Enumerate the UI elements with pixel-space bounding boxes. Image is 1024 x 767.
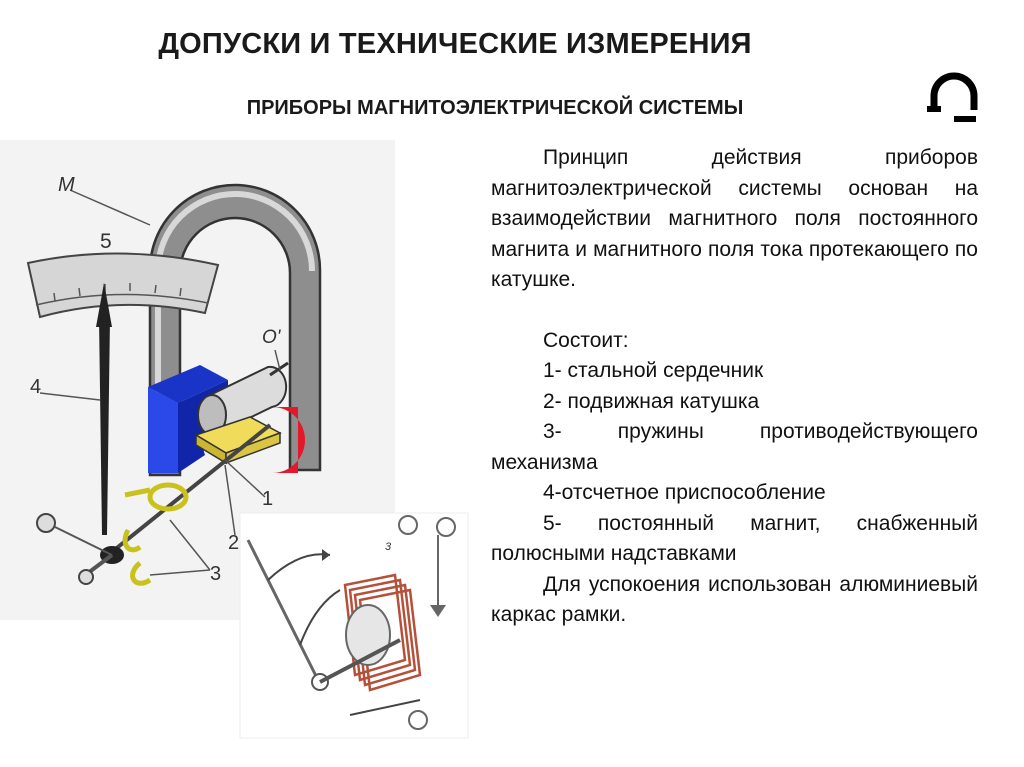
inset-label-three: 3 xyxy=(385,541,392,553)
list-item: 4-отсчетное приспособление xyxy=(543,481,826,504)
page-title: ДОПУСКИ И ТЕХНИЧЕСКИЕ ИЗМЕРЕНИЯ xyxy=(158,28,752,60)
list-item: Для успокоения использован алюминиевый к… xyxy=(491,572,978,627)
springs xyxy=(122,482,189,586)
label-o-prime: О' xyxy=(262,327,282,348)
magnetoelectric-device-diagram: М 5 О' 4 1 2 3 3 xyxy=(0,140,469,739)
consists-label: Состоит: xyxy=(543,328,629,352)
label-m: М xyxy=(58,174,75,196)
label-two: 2 xyxy=(228,532,239,554)
description-intro: Принцип действия приборов магнитоэлектри… xyxy=(491,146,978,291)
leader-lines xyxy=(39,189,281,576)
list-item: 5- постоянный магнит, снабженный полюсны… xyxy=(491,511,978,566)
label-four: 4 xyxy=(30,376,41,398)
omega-horseshoe-icon xyxy=(927,72,978,122)
label-five: 5 xyxy=(100,230,112,253)
list-item: 2- подвижная катушка xyxy=(543,389,760,413)
pointer xyxy=(96,283,112,535)
scale xyxy=(26,252,220,319)
page-subtitle: ПРИБОРЫ МАГНИТОЭЛЕКТРИЧЕСКОЙ СИСТЕМЫ xyxy=(246,97,744,119)
description: Принцип действия приборов магнитоэлектри… xyxy=(491,143,978,631)
steel-core xyxy=(197,361,289,437)
pole-piece-south xyxy=(272,407,305,473)
label-three: 3 xyxy=(210,563,221,585)
list-item: 3- пружины противодействующего механизма xyxy=(491,420,978,474)
coil-inset: 3 xyxy=(239,512,469,739)
balance-weight xyxy=(36,513,124,585)
list-item: 1- стальной сердечник xyxy=(543,359,764,382)
label-one: 1 xyxy=(262,488,273,510)
shaft xyxy=(106,423,272,557)
